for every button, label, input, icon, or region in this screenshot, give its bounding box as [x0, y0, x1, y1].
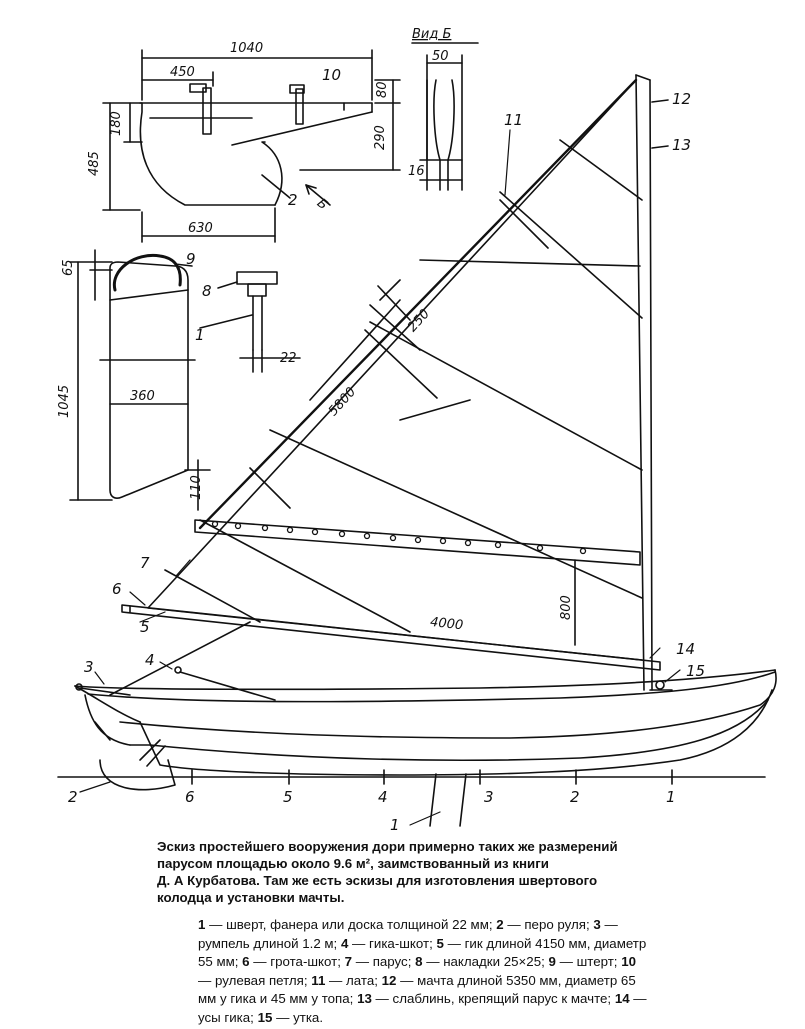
part-label-15: 15	[686, 662, 705, 680]
legend-item: 10 — рулевая петля;	[198, 954, 636, 988]
centerboard-detail	[69, 249, 301, 511]
dim-16: 16	[408, 164, 425, 179]
part-label-13: 13	[672, 136, 691, 154]
hull	[57, 669, 777, 827]
legend-item: 3 — румпель длиной 1.2 м;	[198, 917, 618, 951]
station-6: 6	[185, 788, 195, 806]
caption-line-3: Д. А Курбатова. Там же есть эскизы для и…	[157, 873, 598, 888]
leader-lines	[79, 129, 681, 826]
legend-item: 4 — гика-шкот;	[340, 935, 433, 951]
dim-290: 290	[373, 125, 388, 150]
view-arrow-label: Б	[314, 196, 331, 213]
station-2: 2	[570, 788, 580, 806]
dim-450: 450	[170, 65, 195, 80]
legend-item: 13 — слаблинь, крепящий парус к мачте;	[357, 991, 612, 1006]
part-label-8: 8	[202, 282, 212, 300]
legend-item: 1 — шверт, фанера или доска толщиной 22 …	[198, 917, 493, 932]
part-label-2-rudder: 2	[288, 191, 298, 209]
legend-item: 14 — усы гика;	[198, 991, 647, 1025]
legend-item: 6 — грота-шкот;	[242, 954, 341, 969]
dim-250: 250	[405, 307, 433, 335]
dim-1045: 1045	[57, 385, 72, 418]
part-label-1-hull: 1	[390, 816, 400, 830]
dim-360: 360	[130, 389, 155, 404]
part-label-6: 6	[112, 580, 122, 598]
station-1: 1	[666, 788, 676, 806]
dim-485: 485	[87, 151, 102, 176]
dim-800: 800	[559, 595, 574, 620]
legend-item: 15 — утка.	[257, 1009, 324, 1025]
sail	[147, 78, 643, 661]
dim-65: 65	[61, 259, 76, 276]
station-5: 5	[283, 788, 293, 806]
legend-item: 7 — парус;	[344, 954, 412, 969]
legend-item: 11 — лата;	[311, 972, 378, 988]
part-label-3: 3	[84, 658, 94, 676]
parts-legend: 1 — шверт, фанера или доска толщиной 22 …	[198, 916, 650, 1027]
legend-item: 8 — накладки 25×25;	[415, 954, 545, 969]
dim-4000: 4000	[429, 615, 463, 633]
part-label-9: 9	[186, 250, 196, 268]
legend-item: 12 — мачта длиной 5350 мм, диаметр 65 мм…	[198, 972, 636, 1007]
sail-strap	[194, 519, 641, 646]
view-b-detail	[411, 42, 479, 191]
station-3: 3	[484, 788, 494, 806]
rigging-drawing: 1040 450 80 290 180 485 630 Вид Б 50 16 …	[57, 27, 777, 830]
part-label-1-board: 1	[195, 326, 205, 344]
view-b-title: Вид Б	[412, 27, 451, 42]
boom	[121, 604, 661, 671]
dim-1040: 1040	[230, 41, 263, 56]
dim-630: 630	[188, 221, 213, 236]
part-label-14: 14	[676, 640, 695, 658]
legend-item: 9 — штерт;	[548, 954, 618, 969]
dim-5800: 5800	[326, 385, 359, 420]
dim-22: 22	[280, 351, 297, 366]
dim-80: 80	[375, 81, 390, 98]
legend-item: 2 — перо руля;	[496, 917, 590, 932]
part-label-2-hull: 2	[68, 788, 78, 806]
caption-line-1: Эскиз простейшего вооружения дори пример…	[157, 839, 618, 854]
rudder-detail	[102, 49, 401, 243]
caption-line-2: парусом площадью около 9.6 м², заимствов…	[157, 856, 549, 871]
dim-50: 50	[432, 49, 449, 64]
part-label-11: 11	[504, 111, 523, 129]
part-label-7: 7	[140, 554, 150, 572]
part-label-12: 12	[672, 90, 691, 108]
figure-caption: Эскиз простейшего вооружения дори пример…	[157, 838, 642, 906]
part-label-4: 4	[145, 651, 155, 669]
part-label-10: 10	[322, 66, 341, 84]
dim-110: 110	[189, 475, 204, 500]
caption-line-4: колодца и установки мачты.	[157, 890, 345, 905]
station-4: 4	[378, 788, 388, 806]
mainsheet	[109, 621, 276, 701]
drawing-labels: 1040 450 80 290 180 485 630 Вид Б 50 16 …	[57, 27, 705, 830]
legend-item: 5 — гик длиной 4150 мм, диаметр 55 мм;	[198, 935, 647, 970]
part-label-5: 5	[140, 618, 150, 636]
dim-180: 180	[109, 111, 124, 136]
mast	[635, 74, 669, 691]
